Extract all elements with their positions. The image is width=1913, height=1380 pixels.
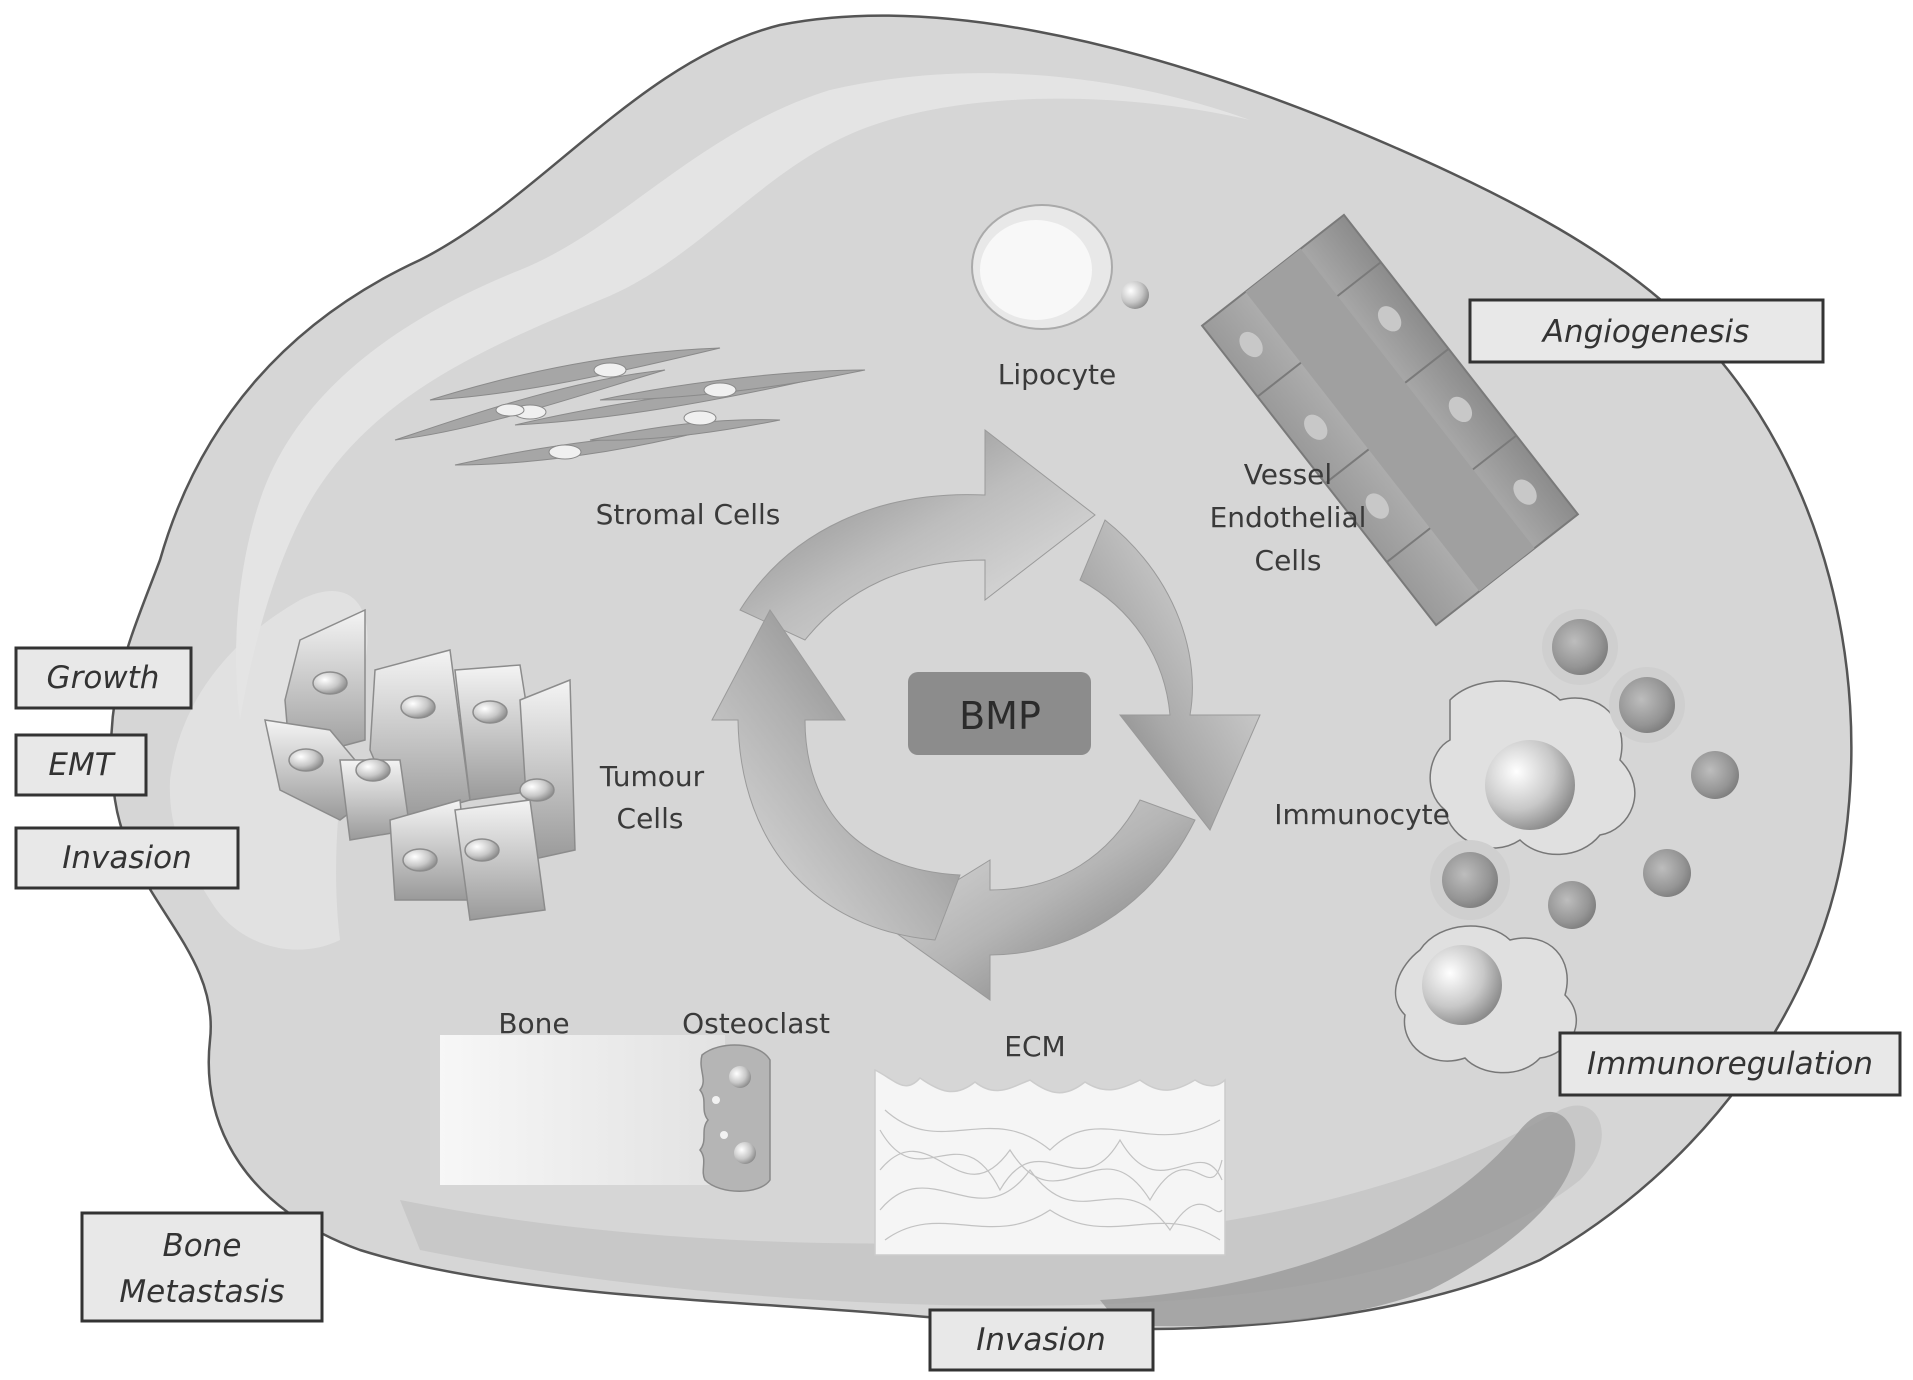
box-bone-metastasis: Bone Metastasis xyxy=(80,1211,324,1323)
outcome-boxes: Angiogenesis Growth EMT Invasion Immunor… xyxy=(14,298,1902,1372)
lymphocyte-nucleus xyxy=(1691,751,1739,799)
endothelial-nucleus xyxy=(1448,396,1473,423)
bmp-center: BMP xyxy=(908,672,1091,755)
bone-block xyxy=(440,1035,725,1185)
endothelial-nucleus xyxy=(1513,479,1537,505)
cycle-arrow-left xyxy=(711,609,961,941)
stromal-nucleus xyxy=(683,410,717,426)
box-emt: EMT xyxy=(14,733,148,797)
label-stromal-cells: Stromal Cells xyxy=(596,498,781,531)
vessel-lumen xyxy=(1245,248,1535,592)
stromal-nucleus xyxy=(495,403,525,417)
label-lipocyte: Lipocyte xyxy=(998,358,1116,391)
osteoclast-vesicle xyxy=(720,1131,728,1139)
label-immunocyte: Immunocyte xyxy=(1274,798,1450,831)
macrophage-nucleus xyxy=(1422,945,1502,1025)
stromal-cell xyxy=(599,369,866,401)
box-bone-metastasis-line1: Bone xyxy=(163,1228,242,1264)
box-immunoregulation-text: Immunoregulation xyxy=(1587,1046,1873,1082)
ecm xyxy=(874,1068,1226,1256)
osteoclast-nucleus xyxy=(729,1066,751,1088)
tumour-inner-band-top xyxy=(236,73,1250,720)
bmp-box xyxy=(908,672,1091,755)
tumour-nucleus xyxy=(288,748,324,772)
macrophage-nucleus xyxy=(1485,740,1575,830)
box-growth-text: Growth xyxy=(47,660,160,696)
label-vessel-line1: Vessel xyxy=(1244,458,1332,491)
box-emt-text: EMT xyxy=(48,747,115,783)
tumour-nucleus xyxy=(355,758,391,782)
box-angiogenesis: Angiogenesis xyxy=(1468,298,1825,364)
endothelial-nucleus xyxy=(1304,414,1328,440)
tumour-nucleus xyxy=(472,700,508,724)
endothelial-nucleus xyxy=(1377,306,1402,332)
cycle-arrow-top xyxy=(739,428,1096,641)
tumour-nucleus xyxy=(464,838,500,862)
tumour-inner-band-bottom xyxy=(400,1105,1602,1306)
label-osteoclast: Osteoclast xyxy=(682,1007,830,1040)
lipocyte-nucleus xyxy=(1121,281,1149,309)
endothelial-nucleus xyxy=(1365,493,1389,519)
tumour-cell xyxy=(454,799,546,921)
lymphocyte-nucleus xyxy=(1552,619,1608,675)
label-vessel-line3: Cells xyxy=(1255,544,1322,577)
box-invasion-bottom: Invasion xyxy=(928,1308,1155,1372)
lymphocyte-nucleus xyxy=(1442,852,1498,908)
bone-tissue xyxy=(440,1035,725,1185)
cycle-arrow-bottom xyxy=(884,799,1196,1001)
lymphocyte-nucleus xyxy=(1643,849,1691,897)
stromal-nucleus xyxy=(703,382,737,398)
lipocyte-droplet xyxy=(980,220,1092,320)
label-ecm: ECM xyxy=(1004,1030,1065,1063)
stromal-cell xyxy=(429,347,721,401)
label-tumour-line2: Cells xyxy=(617,802,684,835)
cell-labels: Stromal Cells Lipocyte Vessel Endothelia… xyxy=(498,358,1449,1063)
tumour-cells xyxy=(264,608,576,921)
osteoclast-body xyxy=(699,1044,771,1192)
stromal-cells xyxy=(394,347,866,466)
lymphocyte-nucleus xyxy=(1619,677,1675,733)
tumour-nucleus xyxy=(312,671,348,695)
box-bone-metastasis-line2: Metastasis xyxy=(119,1274,284,1310)
box-immunoregulation: Immunoregulation xyxy=(1558,1031,1902,1097)
vessel xyxy=(1200,213,1580,627)
tumour-nucleus xyxy=(402,848,438,872)
box-invasion-bottom-text: Invasion xyxy=(976,1322,1106,1358)
endothelial-nucleus xyxy=(1239,331,1263,358)
box-growth: Growth xyxy=(14,646,193,710)
tumour-nucleus xyxy=(519,778,555,802)
osteoclast xyxy=(699,1044,771,1192)
label-tumour-line1: Tumour xyxy=(599,760,705,793)
box-invasion-left-text: Invasion xyxy=(62,840,192,876)
ecm-fibers xyxy=(879,1109,1223,1241)
lipocyte xyxy=(971,204,1149,330)
stromal-nucleus xyxy=(593,362,627,378)
stromal-nucleus xyxy=(548,444,582,460)
label-vessel-line2: Endothelial xyxy=(1210,501,1367,534)
bmp-label: BMP xyxy=(959,694,1041,738)
osteoclast-vesicle xyxy=(712,1096,720,1104)
box-angiogenesis-text: Angiogenesis xyxy=(1541,314,1750,350)
stromal-cell xyxy=(589,419,781,441)
bmp-cycle xyxy=(711,428,1261,1001)
tumour-nucleus xyxy=(400,695,436,719)
cycle-arrow-right xyxy=(1079,519,1261,831)
immunocytes xyxy=(1394,609,1753,1074)
tumour-invasion-front xyxy=(1100,1111,1576,1327)
label-bone: Bone xyxy=(498,1007,569,1040)
osteoclast-nucleus xyxy=(734,1142,756,1164)
box-invasion-left: Invasion xyxy=(14,826,240,890)
lymphocyte-nucleus xyxy=(1548,881,1596,929)
